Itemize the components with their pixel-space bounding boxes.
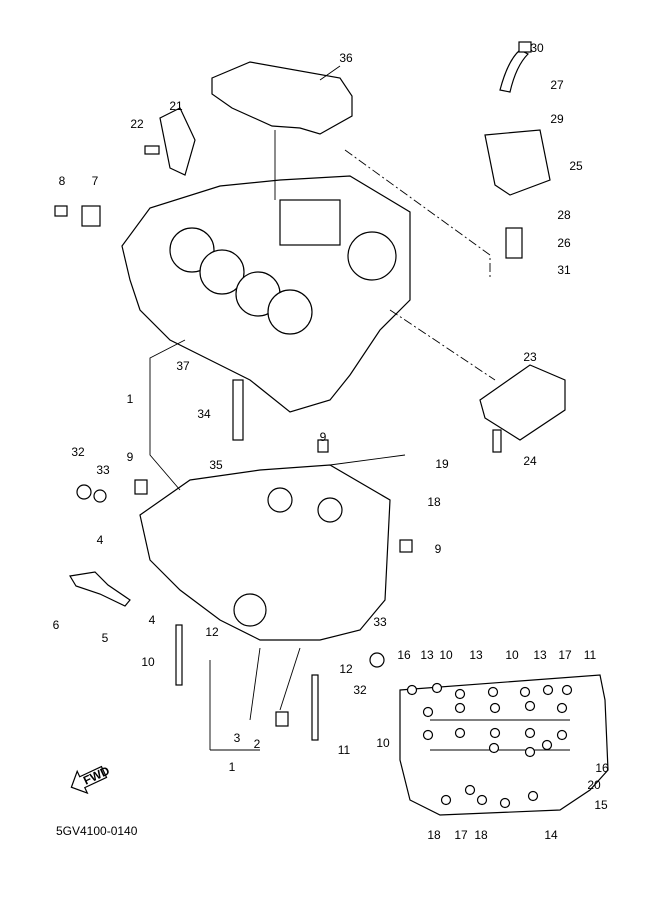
- bolt-mark: [524, 700, 536, 712]
- inset-callout-label: 14: [544, 828, 558, 842]
- bolt-mark: [561, 684, 573, 696]
- callout-label: 1: [127, 392, 134, 406]
- callout-label: 3: [234, 731, 241, 745]
- bolt-mark: [422, 729, 434, 741]
- callout-label: 33: [373, 615, 387, 629]
- bolt-mark: [422, 706, 434, 718]
- callout-label: 30: [530, 41, 544, 55]
- callout-label: 33: [96, 463, 110, 477]
- bolt-mark: [524, 727, 536, 739]
- bolt-mark: [476, 794, 488, 806]
- lower-crankcase: [139, 464, 391, 641]
- inset-callout-label: 11: [584, 648, 597, 662]
- inset-callout-label: 18: [427, 828, 441, 842]
- bolt-mark: [440, 794, 452, 806]
- inset-callout-label: 10: [505, 648, 519, 662]
- bolt-mark: [454, 727, 466, 739]
- callout-label: 29: [550, 112, 564, 126]
- callout-label: 5: [102, 631, 109, 645]
- bolt-mark: [542, 684, 554, 696]
- bolt-mark: [464, 784, 476, 796]
- inset-callout-label: 17: [558, 648, 572, 662]
- bolt-mark: [556, 702, 568, 714]
- bolt-mark: [527, 790, 539, 802]
- bolt-mark: [499, 797, 511, 809]
- bolt-mark: [541, 739, 553, 751]
- callout-label: 10: [141, 655, 155, 669]
- bolt-mark: [488, 742, 500, 754]
- callout-label: 9: [320, 430, 327, 444]
- callout-label: 4: [97, 533, 104, 547]
- callout-label: 6: [53, 618, 60, 632]
- callout-label: 32: [353, 683, 367, 697]
- callout-label: 26: [557, 236, 571, 250]
- callout-label: 32: [71, 445, 85, 459]
- callout-label: 7: [92, 174, 99, 188]
- inset-callout-label: 13: [469, 648, 483, 662]
- inset-callout-label: 20: [587, 778, 601, 792]
- bolt-mark: [406, 684, 418, 696]
- callout-label: 12: [205, 625, 219, 639]
- inset-callout-label: 15: [594, 798, 608, 812]
- callout-label: 24: [523, 454, 537, 468]
- callout-label: 18: [427, 495, 441, 509]
- bolt-mark: [489, 727, 501, 739]
- small-parts: [54, 41, 566, 741]
- callout-label: 9: [435, 542, 442, 556]
- inset-callout-label: 13: [533, 648, 547, 662]
- callout-label: 2: [254, 737, 261, 751]
- callout-label: 9: [127, 450, 134, 464]
- inset-callout-label: 18: [474, 828, 488, 842]
- inset-callout-label: 10: [376, 736, 390, 750]
- callout-label: 35: [209, 458, 223, 472]
- callout-label: 19: [435, 457, 449, 471]
- inset-callout-label: 17: [454, 828, 468, 842]
- bolt-mark: [454, 702, 466, 714]
- callout-label: 21: [169, 99, 183, 113]
- callout-label: 12: [339, 662, 353, 676]
- inset-callout-label: 13: [420, 648, 434, 662]
- part-code: 5GV4100-0140: [56, 824, 138, 838]
- inset-callout-label: 16: [397, 648, 411, 662]
- bolt-mark: [519, 686, 531, 698]
- bolt-mark: [556, 729, 568, 741]
- fwd-label: FWD: [81, 763, 112, 787]
- callout-label: 11: [338, 743, 351, 757]
- callout-label: 25: [569, 159, 583, 173]
- callout-label: 31: [557, 263, 571, 277]
- bolt-mark: [431, 682, 443, 694]
- inset-callout-label: 16: [595, 761, 609, 775]
- callout-label: 28: [557, 208, 571, 222]
- callout-label: 8: [59, 174, 66, 188]
- callout-label: 34: [197, 407, 211, 421]
- callout-label: 36: [339, 51, 353, 65]
- cover-part-36: [211, 61, 353, 135]
- callout-label: 4: [149, 613, 156, 627]
- bolt-mark: [487, 686, 499, 698]
- bolt-mark: [454, 688, 466, 700]
- leader-lines: [149, 65, 496, 751]
- callout-label: 37: [176, 359, 190, 373]
- inset-engine-view: [399, 674, 609, 816]
- bolt-mark: [524, 746, 536, 758]
- fwd-arrow-icon: FWD: [70, 763, 112, 795]
- callout-label: 27: [550, 78, 564, 92]
- callout-label: 23: [523, 350, 537, 364]
- upper-crankcase: [121, 175, 411, 413]
- bolt-mark: [489, 702, 501, 714]
- callout-label: 22: [130, 117, 144, 131]
- callout-label: 1: [229, 760, 236, 774]
- inset-callout-label: 10: [439, 648, 453, 662]
